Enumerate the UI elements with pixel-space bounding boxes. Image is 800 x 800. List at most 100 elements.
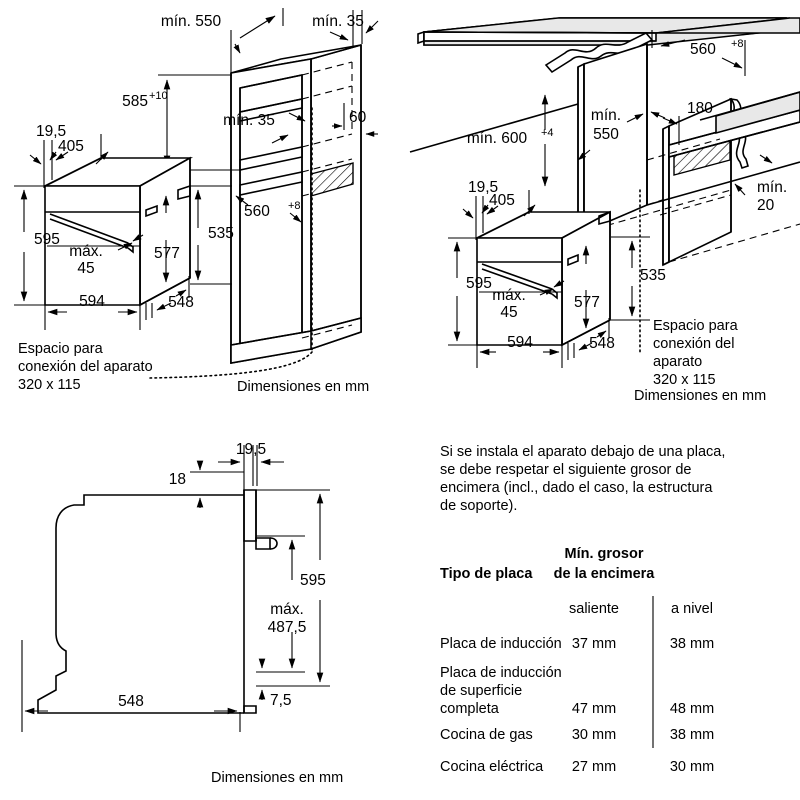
dim-600: mín. 600 +4 [467, 94, 554, 187]
label-max-45-line2: 45 [77, 260, 94, 277]
dim-548-tr: 548 [567, 318, 615, 360]
dim-405: 405 [49, 134, 109, 165]
dim-405-tr: 405 [481, 190, 536, 217]
table-col2-header-l1: Mín. grosor [565, 546, 644, 562]
panel-top-left: mín. 550 mín. 35 585 +10 mín. 35 [14, 8, 379, 395]
row1-saliente: 47 mm [572, 701, 616, 717]
dim-535-tr: 535 [611, 236, 666, 321]
label-535-tr: 535 [640, 267, 666, 284]
connection-note-left-line2: conexión del aparato [18, 359, 153, 375]
label-560: 560 [244, 203, 270, 220]
label-max-45-right: máx. 45 [492, 280, 565, 321]
intro-line-3: de soporte). [440, 498, 517, 514]
worktop-slab [417, 17, 800, 46]
label-19-5: 19,5 [36, 123, 66, 140]
dim-577-tr: 577 [574, 245, 600, 329]
dim-595-tr: 595 [448, 237, 492, 346]
label-max-45-right-l2: 45 [500, 304, 517, 321]
label-min-35-top: mín. 35 [312, 13, 364, 30]
label-560-tr-sup: +8 [731, 38, 744, 50]
footer-note-top-left: Dimensiones en mm [237, 379, 369, 395]
label-min-35-mid: mín. 35 [223, 112, 275, 129]
dim-595: 595 [14, 185, 60, 306]
table-subheader-saliente: saliente [569, 601, 619, 617]
dim-min-35-mid: mín. 35 [223, 112, 306, 144]
table-row: Placa de inducción de superficie complet… [440, 665, 714, 717]
worktop-right-strip [668, 91, 800, 159]
label-594: 594 [79, 293, 105, 310]
row2-a-nivel: 38 mm [670, 727, 714, 743]
label-max-487-l1: máx. [270, 601, 304, 618]
footer-note-top-right: Dimensiones en mm [634, 388, 766, 404]
row1-a-nivel: 48 mm [670, 701, 714, 717]
label-min-550-tr-l1: mín. [591, 107, 621, 124]
label-548: 548 [168, 294, 194, 311]
dim-594-tr: 594 [476, 334, 563, 368]
cabinet-column-isometric [149, 43, 362, 379]
oven-isometric-left [44, 156, 194, 307]
label-min-550-tr-l2: 550 [593, 126, 619, 143]
connection-note-left: Espacio para conexión del aparato 320 x … [18, 341, 153, 393]
connection-note-left-line1: Espacio para [18, 341, 104, 357]
label-19-5-bl: 19,5 [236, 441, 266, 458]
dim-548: 548 [145, 276, 194, 320]
connection-note-right-line3: aparato [653, 354, 702, 370]
row0-saliente: 37 mm [572, 636, 616, 652]
dim-594: 594 [44, 293, 141, 330]
oven-isometric-right [476, 210, 611, 347]
row0-type-0: Placa de inducción [440, 636, 562, 652]
row1-type-0: Placa de inducción [440, 665, 562, 681]
dim-19-5-tr: 19,5 [462, 179, 499, 240]
dim-19-5-bl: 19,5 [218, 441, 284, 492]
label-180: 180 [687, 100, 713, 117]
intro-line-1: se debe respetar el siguiente grosor de [440, 462, 692, 478]
panel-bottom-right: Si se instala el aparato debajo de una p… [440, 444, 725, 775]
dim-548-bl: 548 [21, 640, 241, 732]
label-535: 535 [208, 225, 234, 242]
footer-note-bottom-left: Dimensiones en mm [211, 770, 343, 786]
table-row: Cocina de gas 30 mm 38 mm [440, 727, 714, 743]
row1-type-2: completa [440, 701, 500, 717]
panel-top-right: 560 +8 mín. 600 +4 mín. 550 180 [409, 17, 800, 404]
label-max-45-group: máx. 45 [69, 234, 144, 277]
row0-a-nivel: 38 mm [670, 636, 714, 652]
dim-560: 560 +8 [235, 195, 302, 223]
dim-180: 180 [650, 100, 713, 145]
label-60: 60 [349, 109, 367, 126]
dim-560-tr: 560 +8 [651, 30, 746, 76]
label-405: 405 [58, 138, 84, 155]
panel-bottom-left: 19,5 18 595 máx. 487,5 [21, 441, 343, 786]
row3-type-0: Cocina eléctrica [440, 759, 544, 775]
table-row: Cocina eléctrica 27 mm 30 mm [440, 759, 714, 775]
dim-595-bl: 595 [256, 489, 330, 687]
label-577: 577 [154, 245, 180, 262]
dim-min-550: mín. 550 [161, 8, 284, 80]
label-max-487-l2: 487,5 [268, 619, 307, 636]
label-min-20-l2: 20 [757, 197, 775, 214]
connection-note-left-line3: 320 x 115 [18, 377, 81, 393]
label-585: 585 [122, 93, 148, 110]
table-col1-header: Tipo de placa [440, 566, 533, 582]
row2-type-0: Cocina de gas [440, 727, 533, 743]
oven-side-profile [37, 489, 278, 714]
label-19-5-tr: 19,5 [468, 179, 498, 196]
dim-min-20: mín. 20 [734, 154, 787, 214]
dim-535: 535 [190, 185, 234, 285]
label-min-550: mín. 550 [161, 13, 222, 30]
row3-a-nivel: 30 mm [670, 759, 714, 775]
label-548-tr: 548 [589, 335, 615, 352]
label-max-45-line1: máx. [69, 243, 103, 260]
label-600-sup: +4 [541, 127, 554, 139]
row3-saliente: 27 mm [572, 759, 616, 775]
label-548-bl: 548 [118, 693, 144, 710]
label-405-tr: 405 [489, 192, 515, 209]
label-595-tr: 595 [466, 275, 492, 292]
label-595: 595 [34, 231, 60, 248]
label-594-tr: 594 [507, 334, 533, 351]
connection-note-right-line4: 320 x 115 [653, 372, 716, 388]
label-min-20-l1: mín. [757, 179, 787, 196]
intro-line-0: Si se instala el aparato debajo de una p… [440, 444, 725, 460]
label-max-45-right-l1: máx. [492, 287, 526, 304]
